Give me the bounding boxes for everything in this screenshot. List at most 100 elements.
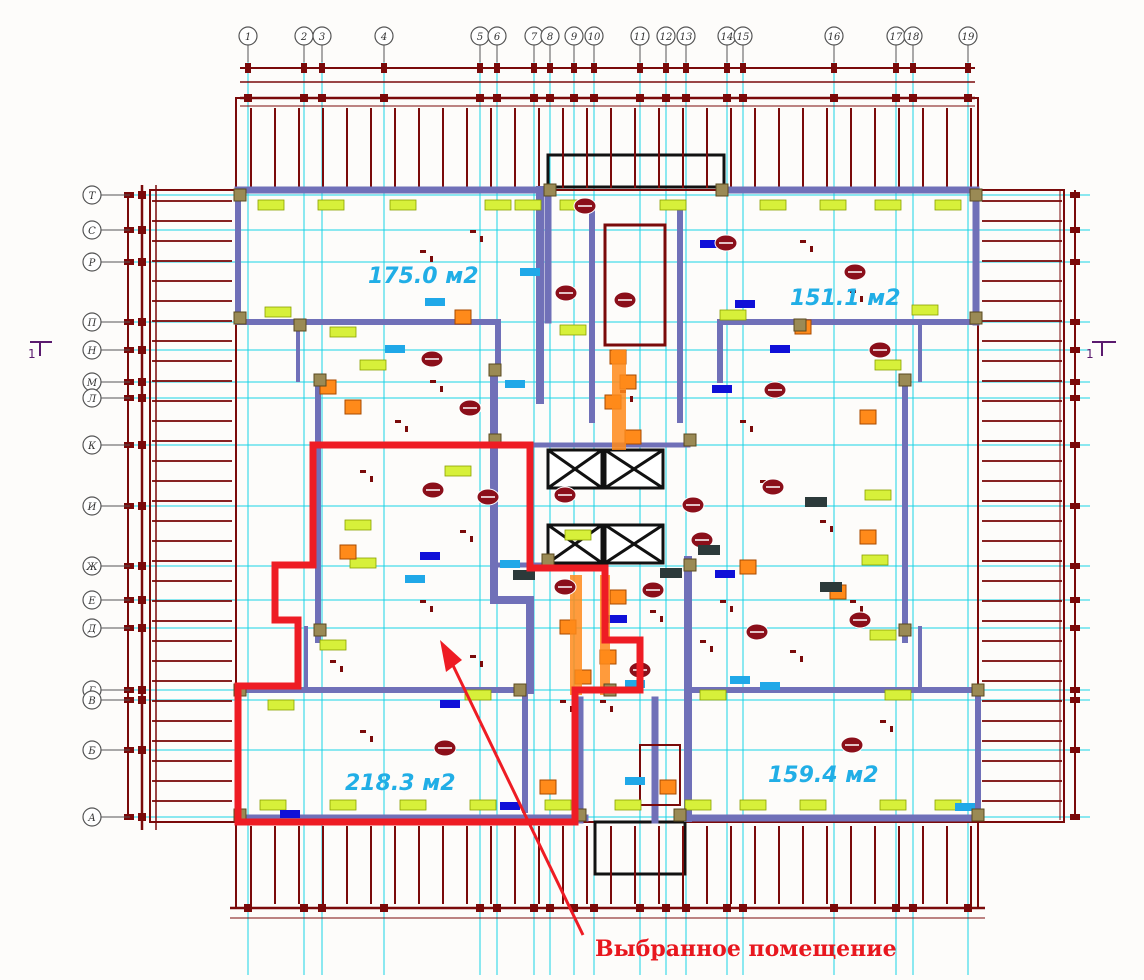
column-axis-bubble: 16 <box>824 26 844 62</box>
elevator-shafts <box>546 223 681 806</box>
column-axis-label: 5 <box>477 32 483 43</box>
room-marker <box>433 739 457 757</box>
row-axis-bubble: Ж <box>82 556 130 576</box>
column-axis-bubble: 3 <box>312 26 332 62</box>
room-marker <box>458 399 482 417</box>
room-marker <box>476 488 500 506</box>
room-marker <box>420 350 444 368</box>
column-axis-label: 2 <box>300 32 307 43</box>
row-axis-bubble: Л <box>82 388 130 408</box>
column-axis-bubble: 8 <box>540 26 560 62</box>
row-axis-bubble: Б <box>82 740 130 760</box>
column-axis-bubble: 2 <box>294 26 314 62</box>
row-axis-bubble: М <box>82 372 130 392</box>
row-axis-bubble: А <box>82 807 130 827</box>
walls <box>234 186 982 824</box>
section-marker-right-label: 1 <box>1086 347 1094 361</box>
column-axis-label: 14 <box>721 32 734 43</box>
room-marker <box>868 341 892 359</box>
column-axis-bubble: 19 <box>958 26 978 62</box>
row-axis-label: П <box>87 318 97 329</box>
column-axis-bubble: 15 <box>733 26 753 62</box>
room-area-se: 159.4 м2 <box>768 763 879 788</box>
selection-arrow <box>440 640 585 936</box>
column-axis-bubble: 12 <box>656 26 676 62</box>
room-marker <box>553 578 577 596</box>
column-axis-label: 4 <box>380 32 387 43</box>
room-marker <box>641 581 665 599</box>
column-axis-bubble: 5 <box>470 26 490 62</box>
column-axis-label: 1 <box>245 32 251 43</box>
column-axis-bubble: 10 <box>584 26 604 62</box>
row-axis-label: Е <box>87 596 96 607</box>
column-axis-label: 6 <box>494 32 501 43</box>
column-axis-bubble: 18 <box>903 26 923 62</box>
room-marker <box>843 263 867 281</box>
column-axis-label: 18 <box>907 32 920 43</box>
room-marker <box>761 478 785 496</box>
room-marker <box>553 486 577 504</box>
room-marker <box>763 381 787 399</box>
row-axis-bubble: И <box>82 496 130 516</box>
row-axis-label: Б <box>87 746 96 757</box>
dimension-ticks <box>124 63 1080 912</box>
structure-lines <box>127 67 1076 919</box>
row-axis-label: Р <box>88 258 96 269</box>
row-axis-bubble: Н <box>82 340 130 360</box>
room-marker <box>613 291 637 309</box>
row-axis-bubble: С <box>82 220 130 240</box>
room-marker <box>840 736 864 754</box>
row-axis-bubble: Т <box>82 185 130 205</box>
room-marker <box>554 284 578 302</box>
selected-room-outline <box>234 441 644 826</box>
room-marker <box>848 611 872 629</box>
row-axis-bubbles: ТСРПНМЛКИЖЕДГВБА <box>82 185 130 827</box>
column-axis-label: 12 <box>660 32 673 43</box>
room-area-ne: 151.1 м2 <box>790 286 901 311</box>
section-marker-left: 1 <box>28 341 52 361</box>
column-axis-bubble: 1 <box>238 26 258 62</box>
row-axis-label: В <box>87 696 95 707</box>
row-axis-label: М <box>86 378 98 389</box>
room-marker <box>421 481 445 499</box>
column-axis-label: 7 <box>531 32 538 43</box>
room-area-nw: 175.0 м2 <box>368 264 479 289</box>
column-axis-bubble: 4 <box>374 26 394 62</box>
column-axis-label: 8 <box>547 32 553 43</box>
column-axis-label: 16 <box>828 32 841 43</box>
column-axis-label: 3 <box>319 32 325 43</box>
section-marker-left-label: 1 <box>28 347 36 361</box>
row-axis-label: Н <box>87 346 97 357</box>
column-axis-bubble: 6 <box>487 26 507 62</box>
column-axis-label: 11 <box>634 32 647 43</box>
row-axis-label: Л <box>87 394 97 405</box>
room-marker <box>573 197 597 215</box>
column-axis-bubble: 11 <box>630 26 650 62</box>
column-axis-bubble: 13 <box>676 26 696 62</box>
column-axis-bubble: 9 <box>564 26 584 62</box>
column-axis-label: 19 <box>962 32 975 43</box>
row-axis-bubble: Е <box>82 590 130 610</box>
row-axis-label: Д <box>87 624 97 635</box>
column-axis-label: 9 <box>571 32 578 43</box>
room-marker <box>714 234 738 252</box>
row-axis-label: Т <box>89 191 97 202</box>
row-axis-label: Ж <box>85 562 98 573</box>
column-axis-label: 15 <box>737 32 750 43</box>
row-axis-bubble: К <box>82 435 130 455</box>
room-marker <box>745 623 769 641</box>
window-marks <box>257 199 975 818</box>
column-axis-label: 17 <box>890 32 903 43</box>
row-axis-bubble: В <box>82 690 130 710</box>
row-axis-label: И <box>87 502 97 513</box>
column-axis-bubble: 17 <box>886 26 906 62</box>
row-axis-bubble: Р <box>82 252 130 272</box>
room-markers <box>233 183 985 822</box>
selection-caption: Выбранное помещение <box>595 936 897 962</box>
room-marker <box>681 496 705 514</box>
row-axis-bubble: Д <box>82 618 130 638</box>
section-marker-right: 1 <box>1086 341 1116 361</box>
row-axis-label: К <box>87 441 96 452</box>
